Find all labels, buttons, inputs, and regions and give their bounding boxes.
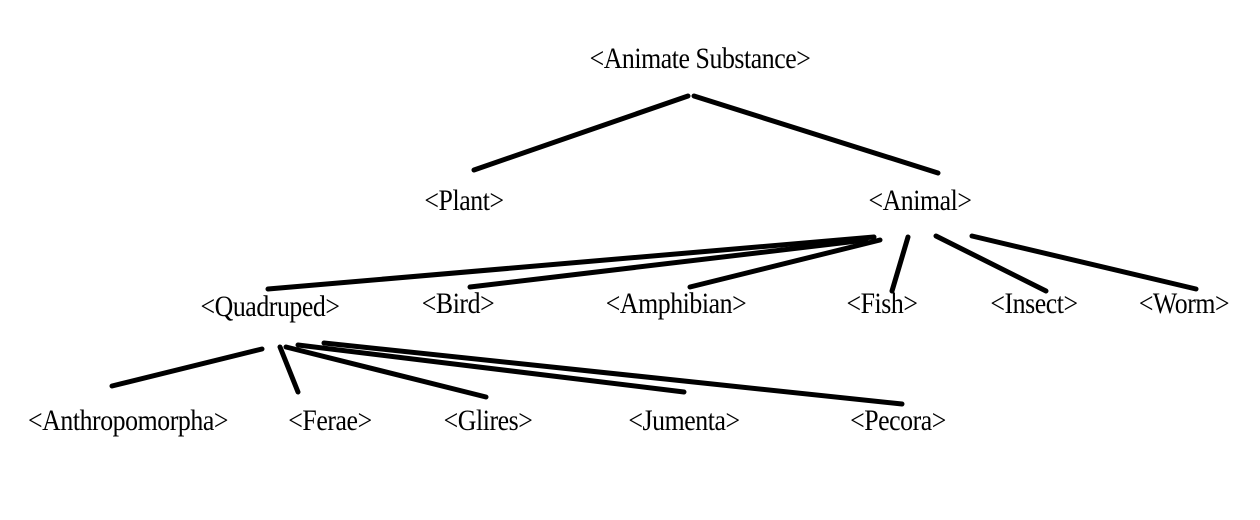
node-quadruped: <Quadruped> bbox=[200, 290, 340, 323]
node-animate-substance: <Animate Substance> bbox=[589, 42, 811, 75]
edge-animal-amphibian bbox=[687, 237, 883, 290]
edge-quadruped-jumenta bbox=[295, 342, 687, 395]
edge-quadruped-glires bbox=[283, 344, 489, 400]
node-insect: <Insect> bbox=[990, 287, 1078, 320]
node-plant: <Plant> bbox=[424, 184, 504, 217]
edge-quadruped-pecora bbox=[321, 340, 905, 407]
node-pecora: <Pecora> bbox=[850, 404, 946, 437]
node-glires: <Glires> bbox=[443, 404, 533, 437]
node-amphibian: <Amphibian> bbox=[605, 287, 747, 320]
edge-animal-bird bbox=[467, 237, 869, 290]
edge-animal-insect bbox=[933, 233, 1049, 294]
edge-animate-plant bbox=[471, 93, 691, 173]
node-animal: <Animal> bbox=[868, 184, 972, 217]
edge-animal-worm bbox=[969, 233, 1199, 292]
edge-quadruped-anthropomorpha bbox=[109, 346, 265, 389]
node-jumenta: <Jumenta> bbox=[628, 404, 740, 437]
node-anthropomorpha: <Anthropomorpha> bbox=[28, 404, 228, 437]
edge-animate-animal bbox=[691, 93, 941, 176]
node-worm: <Worm> bbox=[1138, 287, 1230, 320]
edge-animal-quadruped bbox=[265, 234, 877, 292]
node-bird: <Bird> bbox=[421, 287, 495, 320]
node-ferae: <Ferae> bbox=[288, 404, 372, 437]
edge-animal-fish bbox=[889, 234, 911, 294]
edge-quadruped-ferae bbox=[277, 344, 301, 395]
node-fish: <Fish> bbox=[846, 287, 918, 320]
